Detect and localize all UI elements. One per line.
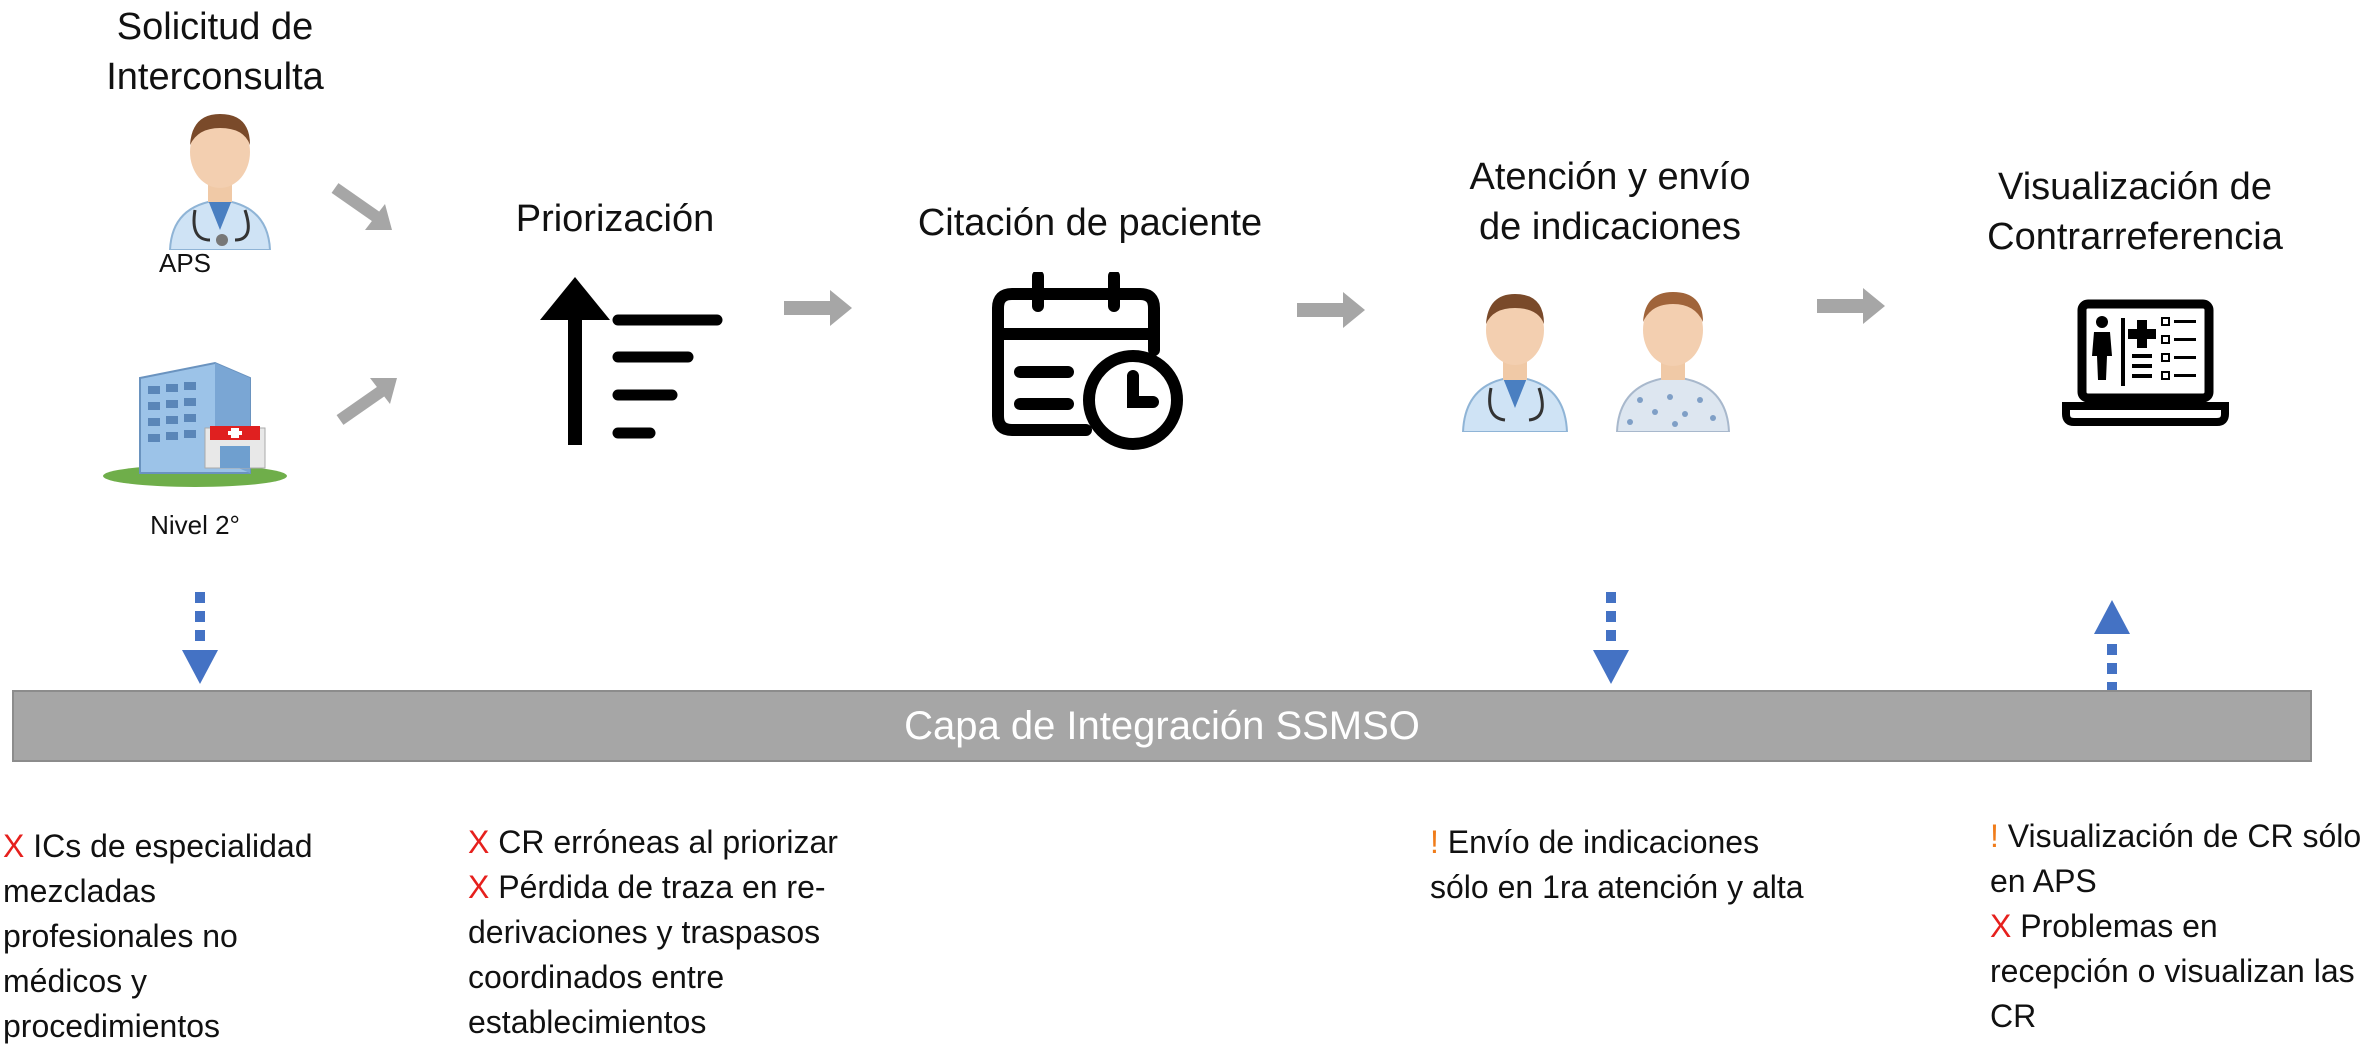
stage-attention-title: Atención y envío de indicaciones — [1440, 152, 1780, 252]
note-text: sólo en 1ra atención y alta — [1430, 869, 1804, 905]
note-line: establecimientos — [468, 1000, 888, 1045]
note-text: coordinados entre — [468, 959, 725, 995]
error-mark: X — [468, 824, 490, 860]
laptop-medical-record-icon — [2062, 299, 2229, 426]
note-text: Visualización de CR sólo — [1998, 818, 2362, 854]
integration-arrow-visualization-up — [2094, 600, 2130, 693]
flow-arrow-level2 — [336, 378, 397, 425]
integration-arrow-request-down — [182, 592, 218, 684]
notes-visualization: ! Visualización de CR sólo en APS X Prob… — [1990, 814, 2375, 1039]
flow-arrow-2 — [784, 290, 852, 326]
stage-appointment-title: Citación de paciente — [917, 202, 1263, 244]
note-text: recepción o visualizan las — [1990, 953, 2355, 989]
note-line: X Problemas en — [1990, 904, 2375, 949]
note-text: establecimientos — [468, 1004, 707, 1040]
note-text: en APS — [1990, 863, 2097, 899]
note-line: recepción o visualizan las — [1990, 949, 2375, 994]
integration-bar: Capa de Integración SSMSO — [12, 690, 2312, 762]
doctor-patient-icon — [1461, 292, 1731, 432]
warning-mark: ! — [1990, 818, 1999, 854]
doctor-icon — [168, 114, 272, 250]
notes-request: X ICs de especialidad mezcladas profesio… — [3, 824, 403, 1049]
note-line: ! Envío de indicaciones — [1430, 820, 1890, 865]
integration-bar-label: Capa de Integración SSMSO — [904, 703, 1420, 748]
note-line: sólo en 1ra atención y alta — [1430, 865, 1890, 910]
flow-arrow-3 — [1297, 292, 1365, 328]
note-text: profesionales no — [3, 918, 238, 954]
warning-mark: ! — [1430, 824, 1439, 860]
note-text: derivaciones y traspasos — [468, 914, 821, 950]
note-line: X ICs de especialidad — [3, 824, 403, 869]
stage-request-title-line1: Solicitud de — [116, 6, 314, 48]
note-text: Envío de indicaciones — [1438, 824, 1760, 860]
note-line: X Pérdida de traza en re- — [468, 865, 888, 910]
note-line: X CR erróneas al priorizar — [468, 820, 888, 865]
aps-label: APS — [158, 248, 212, 278]
stage-request-title: Solicitud de Interconsulta — [80, 2, 350, 102]
note-text: mezcladas — [3, 873, 156, 909]
stage-visualization-title-line2: Contrarreferencia — [1987, 216, 2283, 258]
note-text: médicos y — [3, 963, 148, 999]
note-line: en APS — [1990, 859, 2375, 904]
note-line: coordinados entre — [468, 955, 888, 1000]
note-text: procedimientos — [3, 1008, 220, 1044]
notes-priority: X CR erróneas al priorizar X Pérdida de … — [468, 820, 888, 1045]
note-line: CR — [1990, 994, 2375, 1039]
level2-label: Nivel 2° — [150, 510, 240, 540]
stage-visualization-title-line1: Visualización de — [1998, 166, 2272, 208]
note-text: CR — [1990, 998, 2037, 1034]
note-line: procedimientos — [3, 1004, 403, 1049]
hospital-icon — [103, 361, 287, 487]
note-line: médicos y — [3, 959, 403, 1004]
error-mark: X — [3, 828, 25, 864]
stage-attention-title-line2: de indicaciones — [1479, 206, 1741, 248]
notes-attention: ! Envío de indicaciones sólo en 1ra aten… — [1430, 820, 1890, 910]
calendar-clock-icon — [992, 272, 1183, 450]
stage-visualization-title: Visualización de Contrarreferencia — [1965, 162, 2305, 262]
integration-arrow-attention-down — [1593, 592, 1629, 684]
sort-priority-icon — [540, 277, 723, 445]
note-text: CR erróneas al priorizar — [489, 824, 838, 860]
note-text: ICs de especialidad — [24, 828, 313, 864]
note-text: Pérdida de traza en re- — [489, 869, 826, 905]
note-line: profesionales no — [3, 914, 403, 959]
stage-attention-title-line1: Atención y envío — [1469, 156, 1751, 198]
error-mark: X — [1990, 908, 2012, 944]
flow-arrow-aps — [331, 183, 392, 230]
note-line: ! Visualización de CR sólo — [1990, 814, 2375, 859]
stage-priority-title: Priorización — [515, 198, 715, 240]
note-line: derivaciones y traspasos — [468, 910, 888, 955]
note-line: mezcladas — [3, 869, 403, 914]
error-mark: X — [468, 869, 490, 905]
flow-arrow-4 — [1817, 288, 1885, 324]
stage-request-title-line2: Interconsulta — [106, 56, 324, 98]
note-text: Problemas en — [2011, 908, 2218, 944]
